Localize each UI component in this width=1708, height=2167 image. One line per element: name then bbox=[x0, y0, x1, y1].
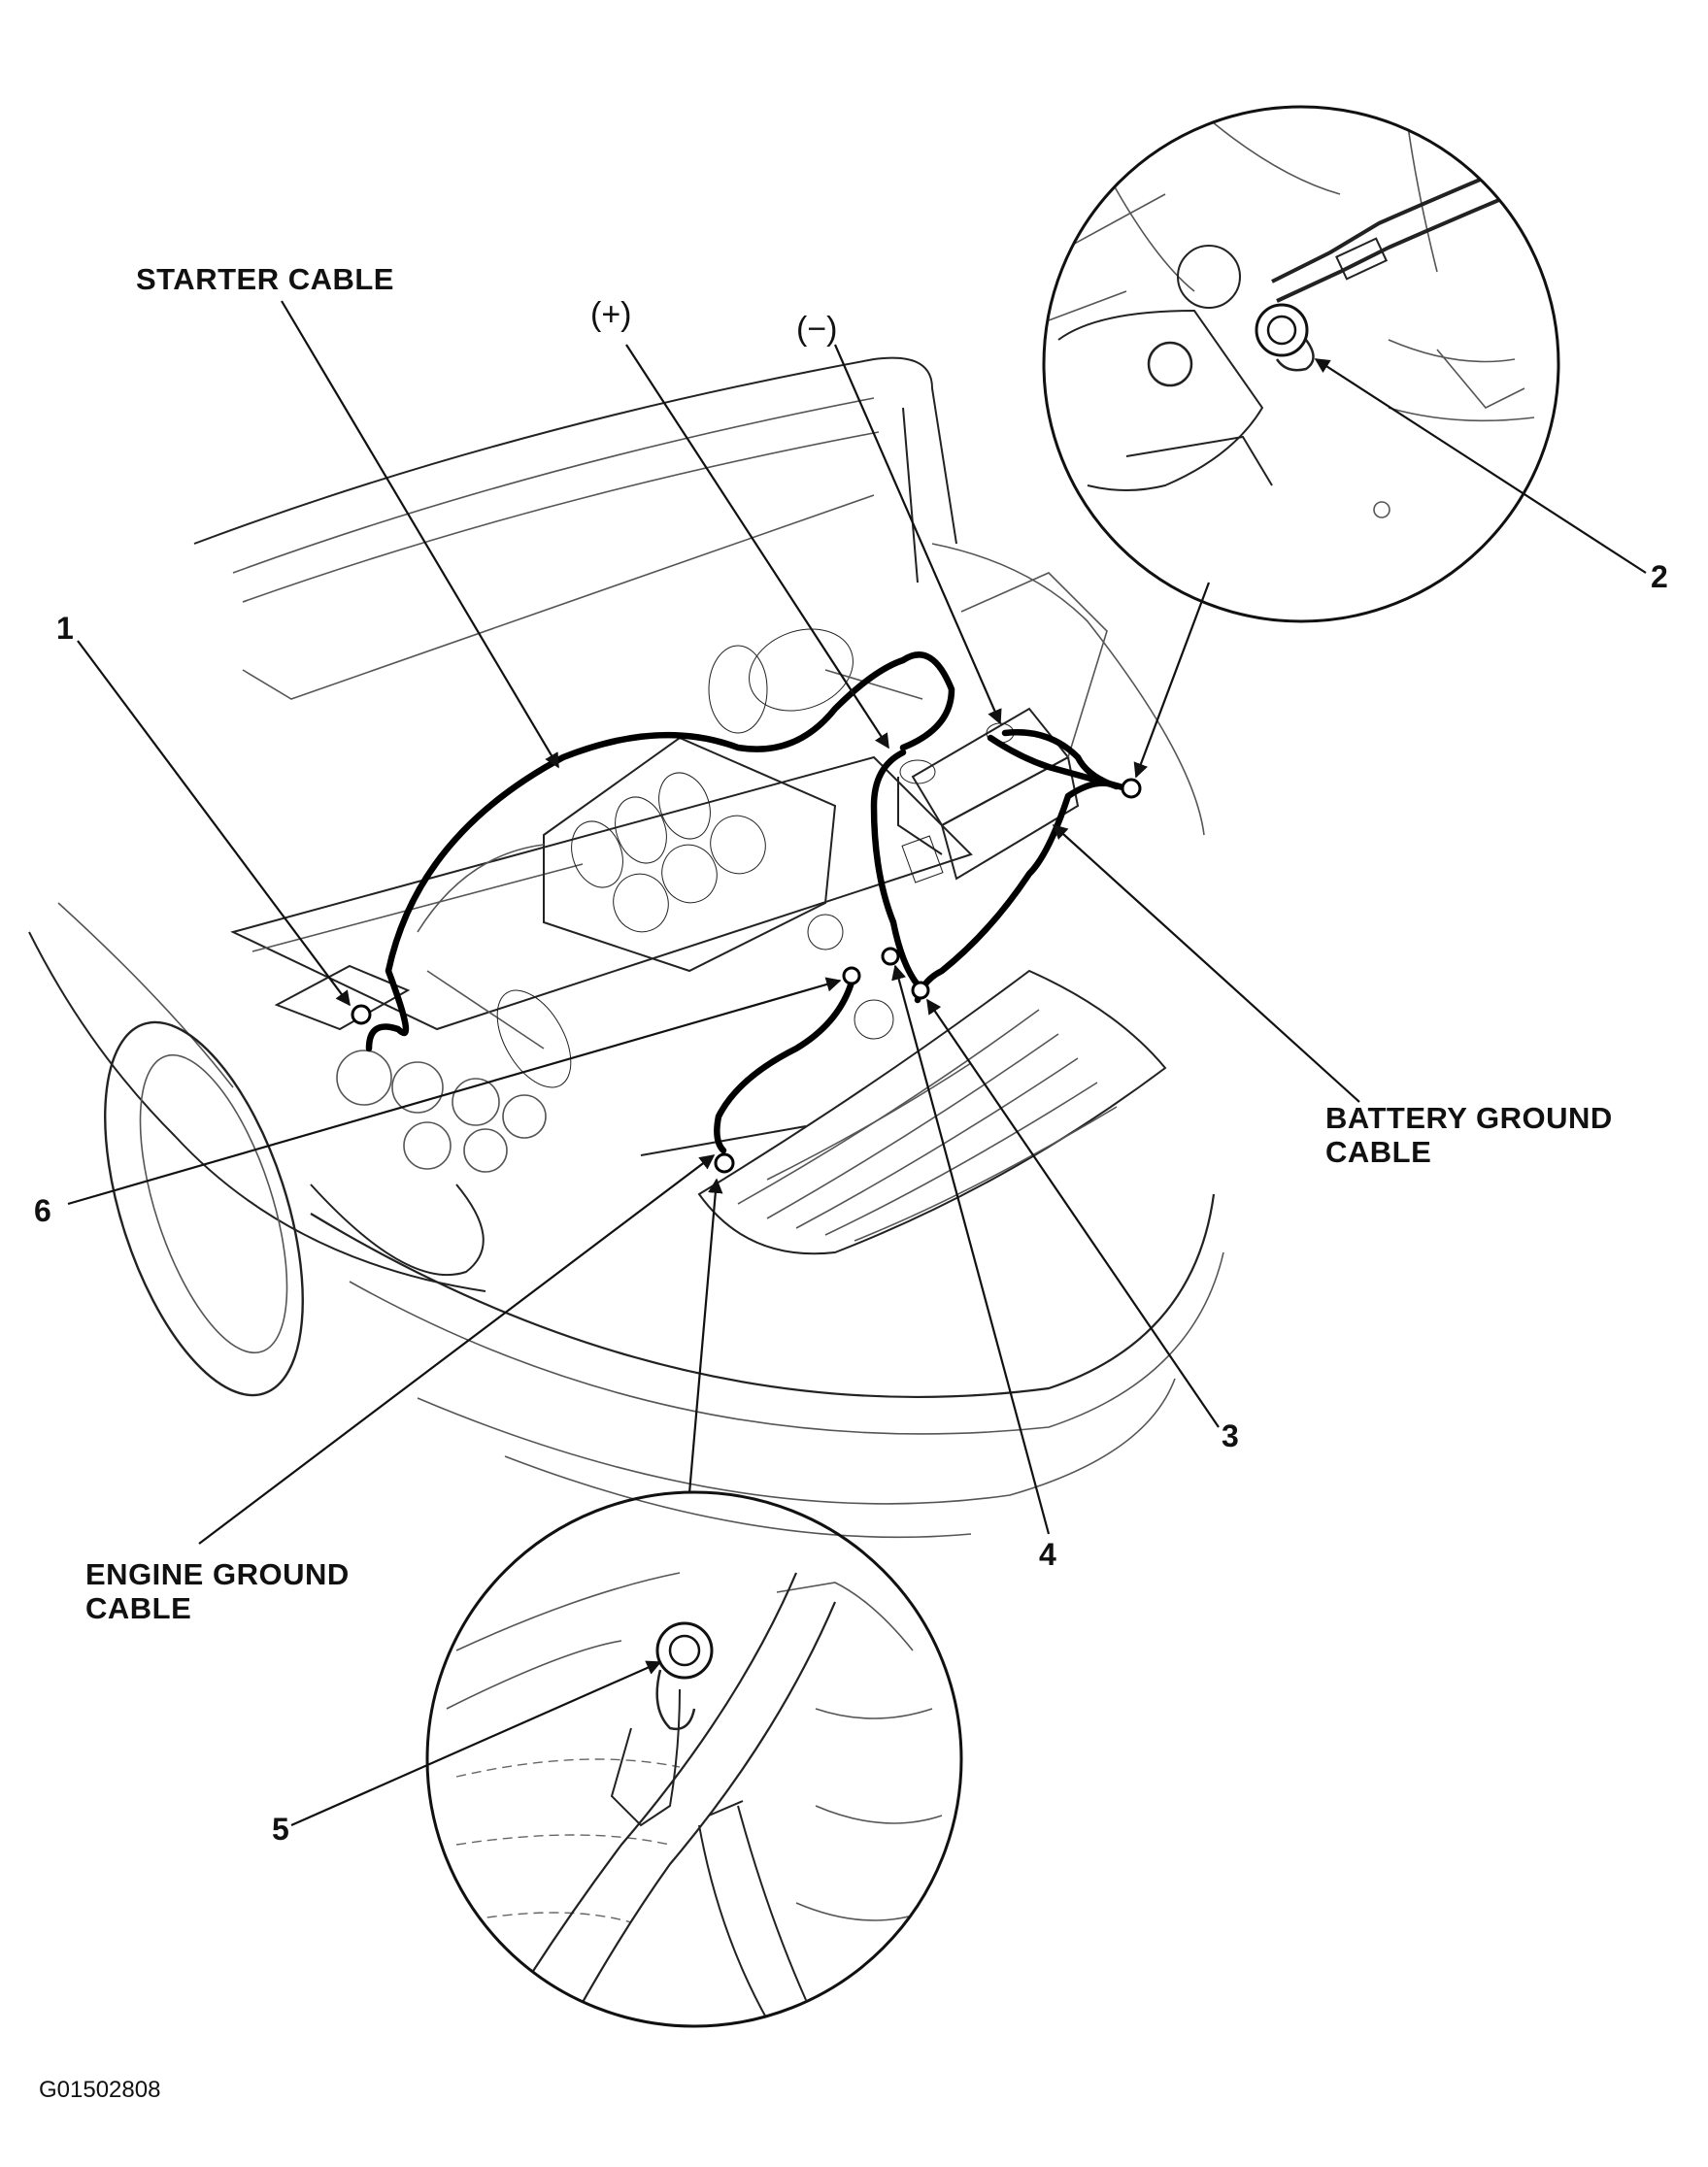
leader-positive bbox=[625, 344, 889, 750]
label-number-1: 1 bbox=[56, 611, 74, 646]
label-starter-cable: STARTER CABLE bbox=[136, 262, 394, 296]
bolt-5-icon bbox=[714, 1152, 735, 1174]
detail-circle-battery-ground bbox=[1042, 105, 1560, 623]
label-number-3: 3 bbox=[1222, 1418, 1239, 1453]
detail-circle-engine-ground bbox=[425, 1490, 963, 2028]
leader-1 bbox=[77, 640, 351, 1007]
battery-positive-lead bbox=[870, 749, 926, 994]
bolt-6-icon bbox=[842, 966, 861, 985]
label-engine-ground-line2: CABLE bbox=[85, 1591, 191, 1625]
starter-cable-line bbox=[365, 651, 955, 1052]
car-body-outline bbox=[28, 356, 1224, 1539]
labels: STARTER CABLE (+) (−) 1 2 3 4 5 6 BATTER… bbox=[34, 262, 1668, 2103]
label-number-5: 5 bbox=[272, 1812, 289, 1847]
label-positive-terminal: (+) bbox=[590, 296, 632, 333]
leader-starter-cable bbox=[281, 300, 559, 769]
leader-engine-ground bbox=[198, 1154, 716, 1545]
label-number-4: 4 bbox=[1039, 1537, 1056, 1572]
leader-lines bbox=[67, 300, 1647, 1827]
bolt-2-icon bbox=[1121, 778, 1142, 799]
battery-ground-cable-line bbox=[914, 729, 1121, 1004]
label-engine-ground-line1: ENGINE GROUND bbox=[85, 1557, 350, 1591]
leader-detail-2 bbox=[1133, 582, 1211, 779]
bolt-4-icon bbox=[881, 947, 900, 966]
label-battery-ground-line1: BATTERY GROUND bbox=[1325, 1101, 1613, 1135]
leader-2 bbox=[1314, 358, 1647, 574]
figure-code: G01502808 bbox=[39, 2077, 160, 2103]
leader-6 bbox=[67, 977, 842, 1206]
bolt-1-icon bbox=[351, 1004, 372, 1025]
leader-3 bbox=[926, 998, 1220, 1428]
label-number-2: 2 bbox=[1651, 559, 1668, 594]
grille bbox=[697, 969, 1167, 1255]
ground-bolts bbox=[351, 778, 1142, 1174]
leader-detail-5 bbox=[687, 1178, 723, 1494]
intake-manifold bbox=[417, 628, 923, 1088]
label-battery-ground-line2: CABLE bbox=[1325, 1135, 1431, 1169]
bolt-3-icon bbox=[911, 981, 930, 1000]
leader-4 bbox=[891, 964, 1051, 1535]
engine-ground-cable-line bbox=[714, 967, 858, 1154]
cables bbox=[365, 651, 1130, 1154]
front-left-components bbox=[274, 964, 547, 1173]
label-number-6: 6 bbox=[34, 1193, 51, 1228]
leader-battery-ground bbox=[1052, 823, 1360, 1103]
leader-5 bbox=[290, 1660, 662, 1827]
leader-negative bbox=[833, 344, 1002, 725]
label-negative-terminal: (−) bbox=[796, 311, 838, 348]
